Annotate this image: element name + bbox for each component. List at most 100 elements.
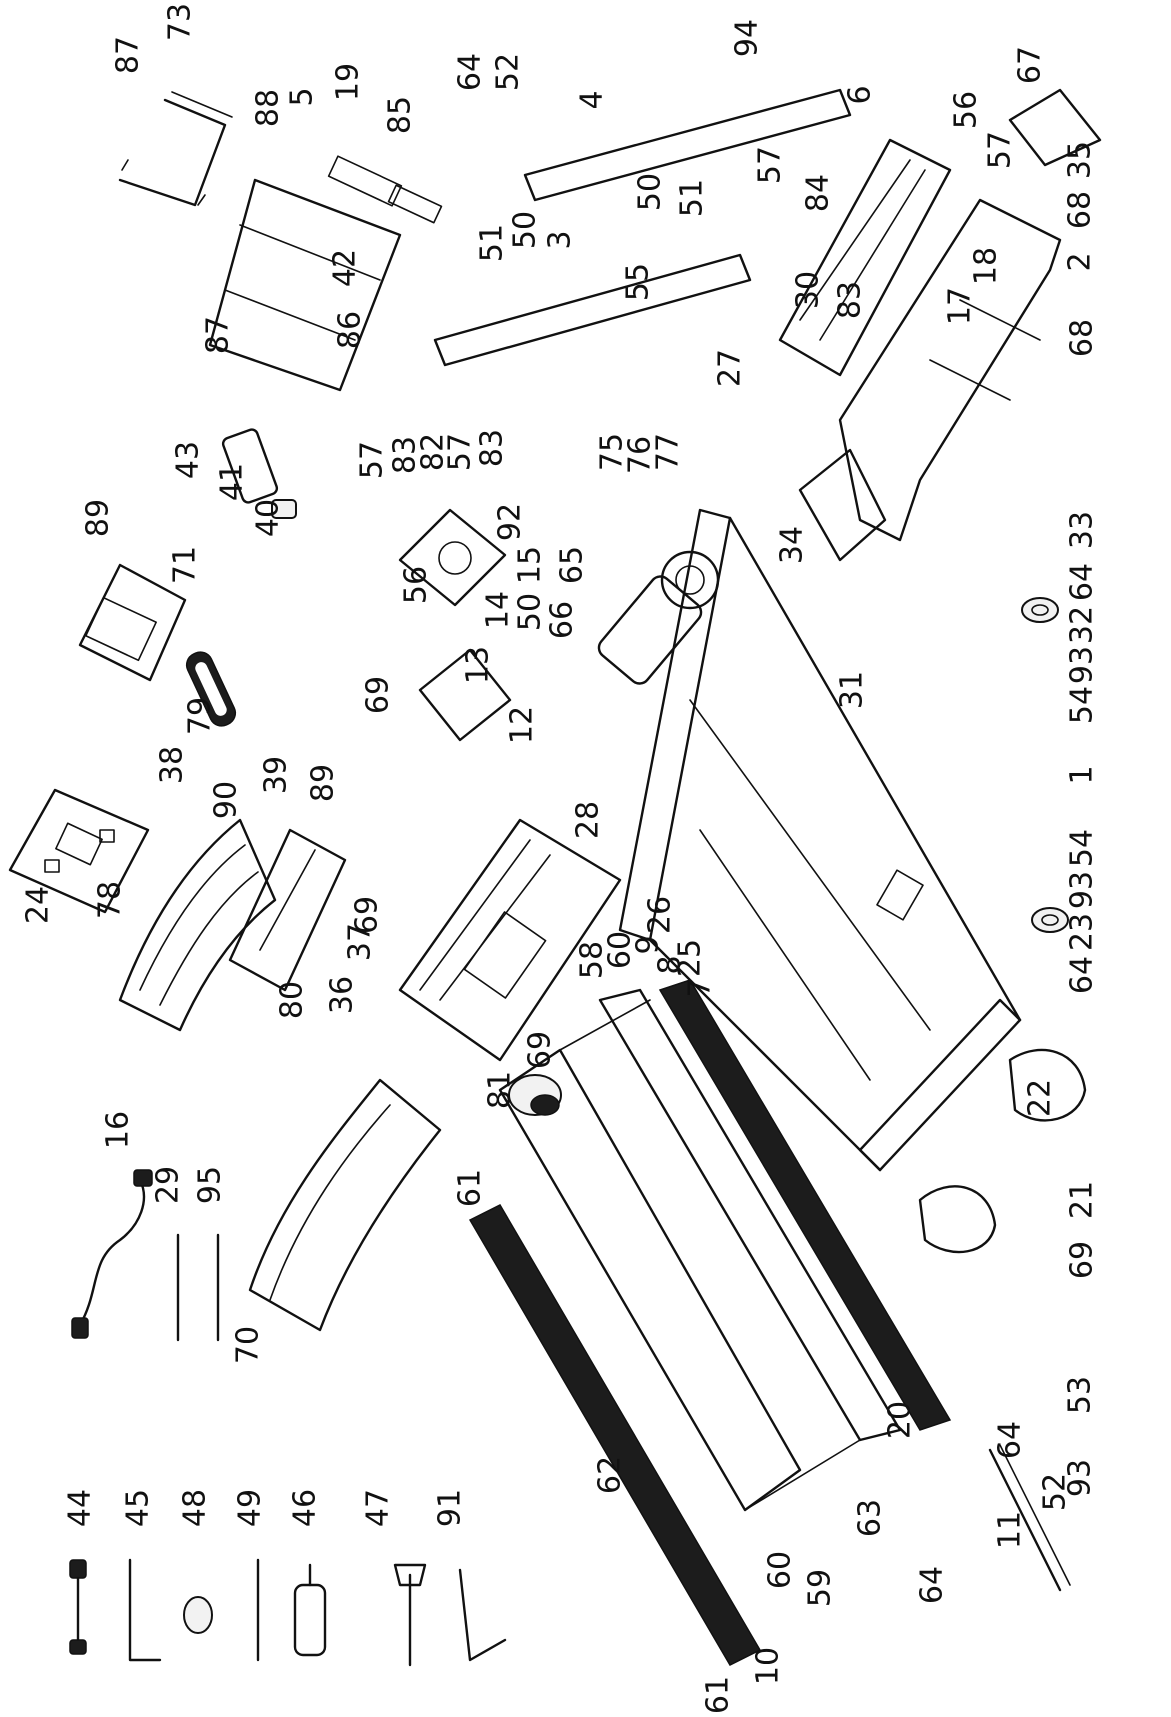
callout-label: 1 <box>1065 765 1100 784</box>
hood-36 <box>248 1078 442 1332</box>
callout-label: 13 <box>461 646 496 684</box>
callout-label: 61 <box>701 1676 736 1714</box>
callout-label: 67 <box>1013 46 1048 84</box>
callout-label: 14 <box>481 591 516 629</box>
callout-label: 95 <box>193 1166 228 1204</box>
callout-label: 8 <box>653 955 688 974</box>
callout-label: 40 <box>251 499 286 537</box>
callout-label: 73 <box>163 3 198 41</box>
callout-label: 31 <box>835 671 870 709</box>
callout-label: 20 <box>883 1401 918 1439</box>
callout-label: 54 <box>1065 829 1100 867</box>
rear-cap-22 <box>1008 1048 1087 1122</box>
console-back-71 <box>78 563 187 682</box>
callout-label: 5 <box>285 87 320 106</box>
callout-label: 80 <box>275 981 310 1019</box>
front-roller-81 <box>508 1074 562 1116</box>
callout-label: 6 <box>843 85 878 104</box>
callout-label: 41 <box>215 463 250 501</box>
callout-label: 79 <box>183 697 218 735</box>
drive-assembly-82 <box>398 508 507 607</box>
motor-cover-37 <box>398 818 622 1062</box>
side-rail-61 <box>468 1204 762 1666</box>
callout-label: 19 <box>331 63 366 101</box>
side-rail-7 <box>658 979 952 1431</box>
callout-label: 2 <box>1063 252 1098 271</box>
callout-label: 93 <box>1065 871 1100 909</box>
callout-label: 52 <box>1038 1473 1073 1511</box>
base-frame-2 <box>838 198 1062 542</box>
end-cap-34 <box>798 448 887 562</box>
callout-label: 90 <box>209 781 244 819</box>
callout-label: 44 <box>63 1489 98 1527</box>
roller-23 <box>1031 907 1069 933</box>
callout-label: 77 <box>651 433 686 471</box>
callout-label: 7 <box>683 978 718 997</box>
callout-label: 45 <box>121 1489 156 1527</box>
callout-label: 42 <box>328 249 363 287</box>
callout-label: 84 <box>801 174 836 212</box>
callout-label: 29 <box>151 1166 186 1204</box>
callout-label: 57 <box>753 146 788 184</box>
callout-label: 83 <box>388 436 423 474</box>
callout-label: 64 <box>1065 956 1100 994</box>
power-cable-16 <box>71 1169 153 1339</box>
tool-lubricant-46 <box>293 1563 327 1657</box>
callout-label: 43 <box>171 441 206 479</box>
callout-label: 4 <box>575 90 610 109</box>
callout-label: 87 <box>201 316 236 354</box>
callout-label: 51 <box>675 179 710 217</box>
callout-label: 68 <box>1063 191 1098 229</box>
callout-label: 9 <box>631 935 666 954</box>
tool-safety-key-44 <box>69 1559 87 1655</box>
callout-label: 87 <box>111 36 146 74</box>
callout-label: 64 <box>915 1566 950 1604</box>
rear-cap-21 <box>918 1185 997 1254</box>
upright-tube-4 <box>523 88 852 202</box>
callout-label: 39 <box>259 756 294 794</box>
upright-tube-3 <box>433 253 752 367</box>
callout-label: 83 <box>833 281 868 319</box>
callout-label: 60 <box>603 931 638 969</box>
callout-label: 61 <box>453 1169 488 1207</box>
tool-hex-key-45 <box>128 1558 162 1662</box>
callout-label: 57 <box>983 131 1018 169</box>
callout-label: 26 <box>643 896 678 934</box>
callout-label: 18 <box>969 247 1004 285</box>
callout-label: 94 <box>730 19 765 57</box>
callout-label: 58 <box>575 941 610 979</box>
callout-label: 63 <box>853 1499 888 1537</box>
incline-frame-6 <box>778 138 952 377</box>
deck-frame-20 <box>498 988 902 1512</box>
callout-label: 62 <box>593 1456 628 1494</box>
callout-label: 22 <box>1023 1079 1058 1117</box>
callout-label: 21 <box>1065 1181 1100 1219</box>
callout-label: 75 <box>595 433 630 471</box>
motor-12 <box>597 550 720 685</box>
callout-label: 64 <box>453 53 488 91</box>
handle-grip-41 <box>221 428 297 519</box>
callout-label: 28 <box>571 801 606 839</box>
callout-label: 51 <box>475 224 510 262</box>
callout-label: 66 <box>545 601 580 639</box>
callout-label: 38 <box>155 746 190 784</box>
callout-label: 17 <box>943 287 978 325</box>
tool-wrench-47 <box>393 1563 427 1667</box>
callout-label: 32 <box>1065 606 1100 644</box>
strap-79 <box>185 651 237 727</box>
callout-label: 16 <box>101 1111 136 1149</box>
callout-label: 91 <box>433 1489 468 1527</box>
callout-label: 70 <box>231 1326 266 1364</box>
callout-label: 53 <box>1063 1376 1098 1414</box>
tool-spacer-48 <box>183 1596 213 1634</box>
controller-board-13 <box>418 648 512 742</box>
callout-label: 69 <box>350 896 385 934</box>
callout-label: 25 <box>673 939 708 977</box>
console-bracket-73 <box>118 91 233 207</box>
callout-label: 56 <box>399 566 434 604</box>
callout-label: 35 <box>1063 141 1098 179</box>
callout-label: 85 <box>383 96 418 134</box>
console-pcb-39 <box>228 828 347 992</box>
